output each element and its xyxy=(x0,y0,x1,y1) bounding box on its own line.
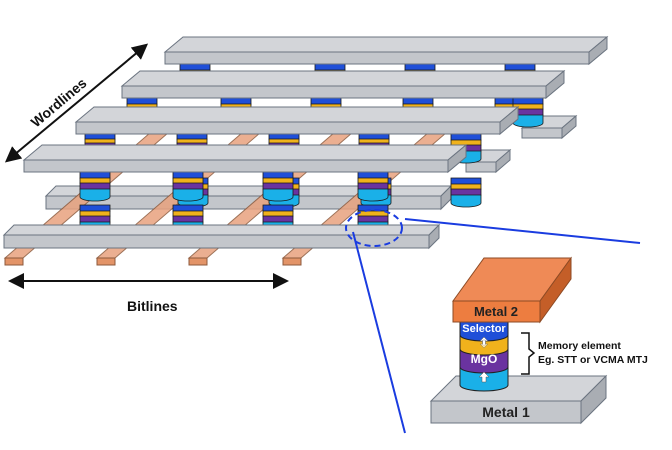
wordline-2-top xyxy=(120,70,566,87)
memory-element-example: Eg. STT or VCMA MTJ xyxy=(538,354,648,366)
free-layer-arrow-icon xyxy=(479,336,489,349)
bitline-2-end xyxy=(96,257,116,266)
callout-line-upper xyxy=(404,218,641,244)
pillar-mid-1-layer xyxy=(172,188,204,202)
wordline-1-top xyxy=(163,36,609,53)
bitline-3-end xyxy=(188,257,208,266)
mgo-label: MgO xyxy=(471,352,498,366)
selector-label: Selector xyxy=(462,323,506,335)
wordline-3-front xyxy=(75,121,501,135)
bitlines-label: Bitlines xyxy=(127,298,178,314)
pillar-mid-3-layer xyxy=(357,188,389,202)
wordline-1-front xyxy=(164,51,590,65)
wordlines-arrow xyxy=(4,43,149,163)
zoomed-cell: Metal 1 Selector MgO Metal 2 Memory elem… xyxy=(429,256,648,425)
lower-wordline-front-top xyxy=(2,224,441,236)
lower-wordline-stub-2-front xyxy=(465,161,497,173)
bitline-1-end xyxy=(4,257,24,266)
pillar-lower-back-3-layer xyxy=(450,194,482,208)
pillar-mid-2-layer xyxy=(262,188,294,202)
memory-element-label: Memory element xyxy=(538,340,621,352)
bitline-4-end xyxy=(282,257,302,266)
wordline-2-front xyxy=(121,85,547,99)
pillar-row2-end-layer xyxy=(512,114,544,128)
lower-wordline-back-front xyxy=(45,195,442,210)
callout-line-lower xyxy=(352,231,406,434)
wordline-4-front xyxy=(23,159,449,173)
metal1-block: Metal 1 xyxy=(429,374,608,425)
pillar-mid-0-layer xyxy=(79,188,111,202)
wordline-3-top xyxy=(74,106,520,123)
fixed-layer-arrow-icon xyxy=(478,371,490,383)
metal2-label: Metal 2 xyxy=(474,304,518,319)
mtj-pillar: Selector MgO xyxy=(459,317,509,392)
metal2-block: Metal 2 xyxy=(452,256,572,324)
lower-wordline-stub-1-front xyxy=(521,127,563,139)
wordline-4-top xyxy=(22,144,468,161)
memory-element-bracket xyxy=(521,332,536,375)
metal1-label: Metal 1 xyxy=(482,404,530,420)
callout-circle xyxy=(345,209,403,247)
lower-wordline-front-front xyxy=(3,234,430,249)
